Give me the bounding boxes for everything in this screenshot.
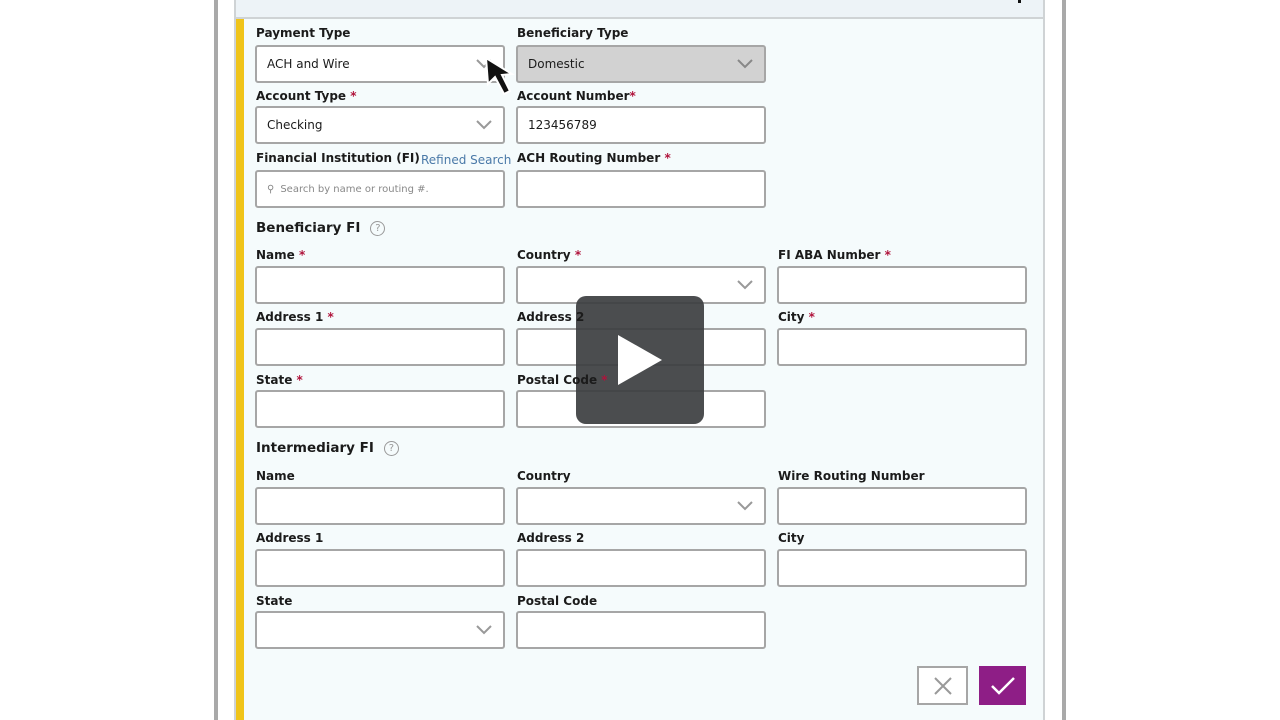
help-icon[interactable]: ? bbox=[370, 220, 386, 236]
payment-type-select[interactable]: ACH and Wire bbox=[255, 45, 505, 83]
video-play-button[interactable] bbox=[576, 296, 704, 424]
account-type-select[interactable]: Checking bbox=[255, 106, 505, 144]
fi-search-input[interactable]: ⚲Search by name or routing #. bbox=[255, 170, 505, 208]
account-number-value: 123456789 bbox=[528, 118, 597, 132]
bfi-state-label: State * bbox=[256, 373, 303, 387]
ifi-city-input[interactable] bbox=[777, 549, 1027, 587]
confirm-button[interactable] bbox=[979, 666, 1026, 705]
bfi-name-label: Name * bbox=[256, 248, 306, 262]
frame-border-right bbox=[1062, 0, 1066, 720]
fi-search-placeholder: ⚲Search by name or routing #. bbox=[267, 183, 429, 195]
ifi-country-select[interactable] bbox=[516, 487, 766, 525]
ifi-wire-input[interactable] bbox=[777, 487, 1027, 525]
ifi-address1-label: Address 1 bbox=[256, 531, 324, 545]
header-mark bbox=[1018, 0, 1021, 3]
ifi-wire-label: Wire Routing Number bbox=[778, 469, 925, 483]
cancel-button[interactable] bbox=[917, 666, 968, 705]
chevron-down-icon bbox=[737, 280, 753, 290]
cancel-x-icon bbox=[933, 676, 952, 695]
ifi-postal-label: Postal Code bbox=[517, 594, 598, 608]
ach-routing-input[interactable] bbox=[516, 170, 766, 208]
ifi-address2-input[interactable] bbox=[516, 549, 766, 587]
bfi-city-input[interactable] bbox=[777, 328, 1027, 366]
bfi-aba-label: FI ABA Number * bbox=[778, 248, 891, 262]
chevron-down-icon bbox=[476, 625, 492, 635]
ifi-state-select[interactable] bbox=[255, 611, 505, 649]
bfi-address2-label: Address 2 bbox=[517, 310, 585, 324]
fi-label: Financial Institution (FI) bbox=[256, 151, 420, 165]
account-number-label: Account Number* bbox=[517, 89, 636, 103]
beneficiary-type-value: Domestic bbox=[528, 57, 585, 71]
ifi-name-input[interactable] bbox=[255, 487, 505, 525]
beneficiary-type-select[interactable]: Domestic bbox=[516, 45, 766, 83]
beneficiary-type-label: Beneficiary Type bbox=[517, 26, 629, 40]
ifi-address1-input[interactable] bbox=[255, 549, 505, 587]
bfi-postal-label: Postal Code * bbox=[517, 373, 608, 387]
refined-search-link[interactable]: Refined Search bbox=[421, 153, 512, 167]
ifi-postal-input[interactable] bbox=[516, 611, 766, 649]
bfi-country-label: Country * bbox=[517, 248, 582, 262]
chevron-down-icon bbox=[476, 120, 492, 130]
ifi-country-label: Country bbox=[517, 469, 571, 483]
accent-bar bbox=[236, 19, 244, 720]
checkmark-icon bbox=[990, 676, 1015, 695]
frame-border-left bbox=[214, 0, 218, 720]
ifi-city-label: City bbox=[778, 531, 805, 545]
help-icon[interactable]: ? bbox=[383, 440, 399, 456]
bfi-city-label: City * bbox=[778, 310, 815, 324]
account-type-label: Account Type * bbox=[256, 89, 357, 103]
payment-type-value: ACH and Wire bbox=[267, 57, 350, 71]
ifi-address2-label: Address 2 bbox=[517, 531, 585, 545]
bfi-name-input[interactable] bbox=[255, 266, 505, 304]
ifi-name-label: Name bbox=[256, 469, 295, 483]
payment-type-label: Payment Type bbox=[256, 26, 351, 40]
bfi-address1-input[interactable] bbox=[255, 328, 505, 366]
chevron-down-icon bbox=[737, 59, 753, 69]
search-icon: ⚲ bbox=[267, 183, 275, 195]
ifi-state-label: State bbox=[256, 594, 293, 608]
ach-routing-label: ACH Routing Number * bbox=[517, 151, 671, 165]
play-icon bbox=[618, 335, 662, 385]
intermediary-fi-heading: Intermediary FI? bbox=[256, 440, 399, 456]
panel-header bbox=[236, 0, 1043, 19]
chevron-down-icon bbox=[737, 501, 753, 511]
bfi-address1-label: Address 1 * bbox=[256, 310, 334, 324]
account-number-input[interactable]: 123456789 bbox=[516, 106, 766, 144]
beneficiary-fi-heading: Beneficiary FI? bbox=[256, 220, 386, 236]
bfi-state-input[interactable] bbox=[255, 390, 505, 428]
mouse-cursor-icon bbox=[484, 56, 516, 96]
bfi-aba-input[interactable] bbox=[777, 266, 1027, 304]
account-type-value: Checking bbox=[267, 118, 323, 132]
